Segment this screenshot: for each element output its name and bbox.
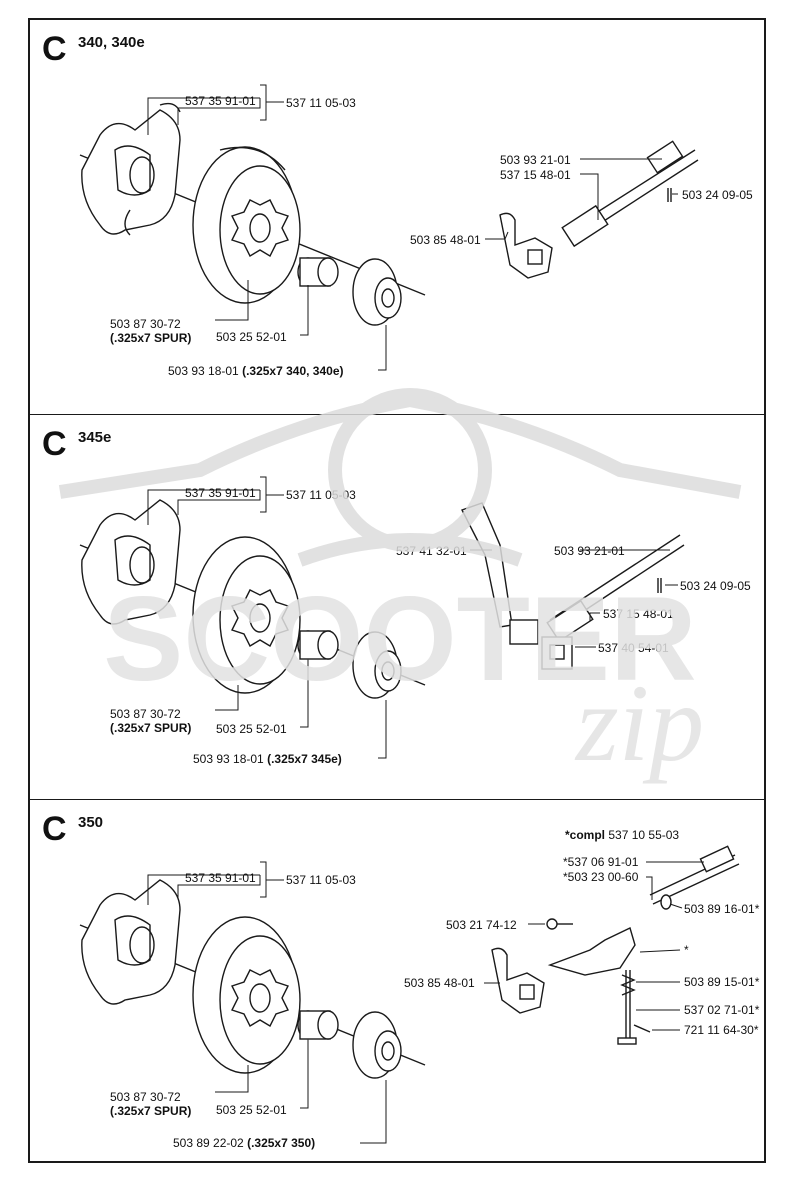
section-350: C 350 bbox=[30, 800, 764, 1163]
label-spring-outer: 537 11 05-03 bbox=[286, 488, 356, 502]
label-bearing: 503 25 52-01 bbox=[216, 1103, 287, 1117]
label-drum-spec: (.325x7 SPUR) bbox=[110, 1104, 192, 1118]
label-spring-outer: 537 11 05-03 bbox=[286, 873, 356, 887]
label-compl: *compl 537 10 55-03 bbox=[565, 828, 680, 842]
label-bearing: 503 25 52-01 bbox=[216, 330, 287, 344]
label-shaft-sleeve: 537 15 48-01 bbox=[500, 168, 571, 182]
section-345e: C 345e bbox=[30, 415, 764, 800]
label-pump: 537 40 54-01 bbox=[598, 641, 669, 655]
label-pump: 503 85 48-01 bbox=[410, 233, 481, 247]
label-sprocket: 503 89 22-02 (.325x7 350) bbox=[173, 1136, 316, 1150]
label-drum-spec: (.325x7 SPUR) bbox=[110, 331, 192, 345]
label-spring: 503 89 15-01* bbox=[684, 975, 760, 989]
label-bearing: 503 25 52-01 bbox=[216, 722, 287, 736]
label-sprocket: 503 93 18-01 (.325x7 340, 340e) bbox=[168, 364, 344, 378]
label-lever: 537 41 32-01 bbox=[396, 544, 467, 558]
clutch-assembly-art bbox=[79, 84, 699, 371]
label-shaft-sleeve: 537 15 48-01 bbox=[603, 607, 674, 621]
label-drum-spec: (.325x7 SPUR) bbox=[110, 721, 192, 735]
label-pin: 503 24 09-05 bbox=[680, 579, 751, 593]
label-shaft: 503 93 21-01 bbox=[500, 153, 571, 167]
label-drum-part: 503 87 30-72 bbox=[110, 317, 181, 331]
label-screw: 503 21 74-12 bbox=[446, 918, 517, 932]
section-letter: C bbox=[42, 810, 67, 848]
section-title: 340, 340e bbox=[78, 34, 145, 51]
label-plunger: 537 02 71-01* bbox=[684, 1003, 760, 1017]
label-pump: 503 85 48-01 bbox=[404, 976, 475, 990]
label-drum-part: 503 87 30-72 bbox=[110, 1090, 181, 1104]
label-shaft-a: *537 06 91-01 bbox=[563, 855, 639, 869]
label-shaft: 503 93 21-01 bbox=[554, 544, 625, 558]
label-drum-part: 503 87 30-72 bbox=[110, 707, 181, 721]
label-sprocket: 503 93 18-01 (.325x7 345e) bbox=[193, 752, 342, 766]
label-spring-inner: 537 35 91-01 bbox=[185, 94, 256, 108]
label-pin: 503 24 09-05 bbox=[682, 188, 753, 202]
label-spring-inner: 537 35 91-01 bbox=[185, 486, 256, 500]
section-letter: C bbox=[42, 30, 67, 68]
label-spring-outer: 537 11 05-03 bbox=[286, 96, 356, 110]
label-spring-inner: 537 35 91-01 bbox=[185, 871, 256, 885]
label-shaft-b: *503 23 00-60 bbox=[563, 870, 639, 884]
clutch-assembly-art bbox=[79, 845, 740, 1144]
clutch-assembly-art bbox=[79, 476, 685, 759]
label-washer: 503 89 16-01* bbox=[684, 902, 760, 916]
parts-diagram-sheet: C 340, 340e bbox=[28, 18, 766, 1163]
label-star: * bbox=[684, 943, 689, 957]
section-340: C 340, 340e bbox=[30, 20, 764, 415]
label-plunger-pin: 721 11 64-30* bbox=[684, 1023, 759, 1037]
section-title: 350 bbox=[78, 814, 104, 831]
